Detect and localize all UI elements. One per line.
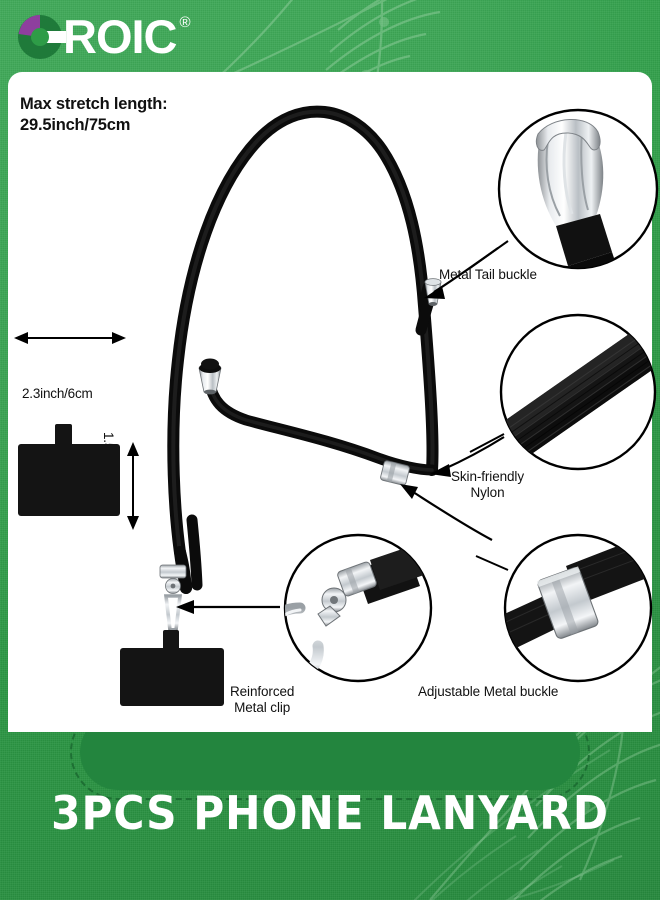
callout-tail-line1: Metal Tail buckle (439, 267, 537, 282)
footer-pill (80, 732, 580, 790)
footer-band: 3PCS PHONE LANYARD (0, 732, 660, 900)
groic-logo-g-icon (14, 10, 68, 62)
footer-title: 3PCS PHONE LANYARD (51, 786, 609, 840)
registered-trademark-icon: ® (179, 14, 191, 31)
metal-cord-tip (198, 358, 222, 395)
patch-width-dimension-arrow (14, 332, 126, 344)
phone-patch-card-large (18, 424, 120, 516)
callout-label-metal-tail-buckle: Metal Tail buckle (439, 267, 537, 283)
arrow-to-metal-clip (176, 600, 280, 614)
callout-circle-adjustable-metal-buckle (475, 533, 653, 683)
callout-buckle-line1: Adjustable Metal buckle (418, 684, 559, 699)
lanyard-cord (167, 105, 441, 594)
callout-clip-line2: Metal clip (234, 700, 291, 716)
callout-clip-line1: Reinforced (230, 684, 295, 699)
patch-height-dimension-arrow (127, 442, 139, 530)
brand-logo: ROIC ® (14, 10, 191, 62)
callout-label-reinforced-metal-clip: Reinforced Metal clip (230, 684, 294, 717)
callout-nylon-line2: Nylon (470, 485, 505, 501)
callout-label-adjustable-metal-buckle: Adjustable Metal buckle (418, 684, 558, 700)
reinforced-metal-clip-main (159, 564, 187, 640)
brand-name: ROIC (63, 9, 177, 63)
max-stretch-line1: Max stretch length: (20, 95, 168, 113)
arrow-to-adjustable-buckle-main (400, 484, 493, 541)
arrow-to-tail-buckle (424, 247, 499, 299)
callout-circle-skin-friendly-nylon (469, 313, 657, 471)
phone-patch-card-attached (120, 630, 224, 706)
callout-label-skin-friendly-nylon: Skin-friendly Nylon (451, 469, 524, 502)
max-stretch-line2: 29.5inch/75cm (20, 116, 131, 135)
patch-width-label: 2.3inch/6cm (22, 386, 93, 401)
callout-circle-metal-tail-buckle (469, 108, 659, 270)
callout-nylon-line1: Skin-friendly (451, 469, 524, 484)
max-stretch-label: Max stretch length: 29.5inch/75cm (20, 94, 168, 136)
adjustable-metal-buckle-main (380, 460, 410, 486)
arrow-to-nylon (430, 436, 505, 477)
callout-circle-reinforced-metal-clip (283, 533, 433, 683)
